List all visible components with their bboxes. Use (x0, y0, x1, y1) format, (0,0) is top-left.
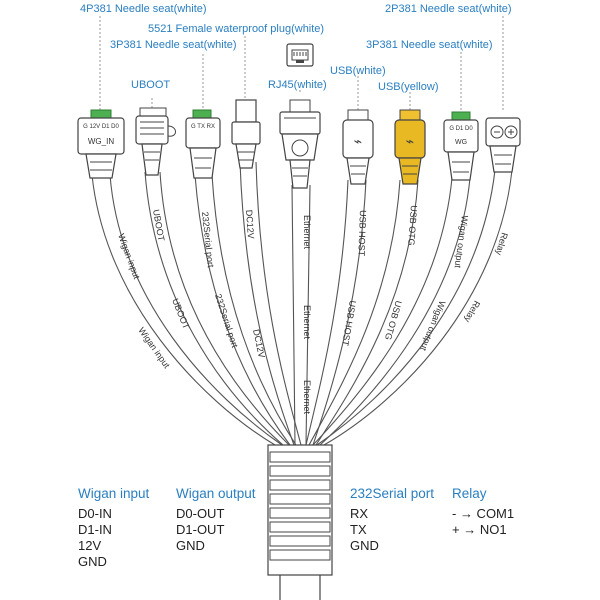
wg-in-seat-label: 4P381 Needle seat(white) (80, 3, 207, 15)
cables (91, 161, 513, 446)
uboot-connector (135, 107, 176, 176)
usb-yellow-label: USB(yellow) (378, 81, 439, 93)
svg-text:⌁: ⌁ (354, 134, 362, 150)
top-labels: 4P381 Needle seat(white) 3P381 Needle se… (80, 3, 512, 93)
cable-label-uboot-2: UBOOT (170, 297, 191, 331)
leader-lines (99, 16, 504, 110)
cable-label-usb-host-2: USB HOST (340, 300, 358, 348)
svg-text:WG_IN: WG_IN (88, 137, 114, 146)
svg-text:G TX RX: G TX RX (191, 124, 215, 130)
cable-label-wigan-output: Wigan output (453, 215, 470, 269)
legend-line: D0-OUT (176, 506, 225, 521)
legend-line: + → NO1 (452, 522, 507, 537)
cable-label-usb-otg-2: USB OTG (383, 299, 404, 341)
cable-label-ethernet-2: Ethernet (302, 305, 312, 340)
legend-line: RX (350, 506, 369, 521)
relay-seat-label: 2P381 Needle seat(white) (385, 3, 512, 15)
cable-label-wigan-output-2: Wigan output (418, 299, 447, 352)
cable-label-usb-otg: USB OTG (406, 205, 419, 246)
legend-line: - → COM1 (452, 506, 515, 521)
dc12v-connector (231, 99, 261, 169)
usb-white-connector: ⌁ (342, 109, 374, 185)
cable-label-dc12v: DC12V (244, 209, 256, 239)
legend-line: D0-IN (78, 506, 112, 521)
legend-line: GND (350, 538, 379, 553)
cable-label-serial: 232Serial port (200, 211, 216, 268)
rj45-connector (279, 99, 321, 189)
cable-bundle-sleeve (267, 444, 333, 600)
legend-wigan-input-title: Wigan input (78, 486, 150, 501)
relay-connector (485, 117, 521, 173)
legend-relay: Relay - → COM1 + → NO1 (452, 486, 514, 538)
cable-label-dc12v-2: DC12V (251, 328, 267, 358)
svg-text:G 12V D1 D0: G 12V D1 D0 (83, 124, 119, 130)
legend-wigan-output: Wigan output D0-OUT D1-OUT GND (176, 486, 256, 554)
legend-line: GND (78, 554, 107, 569)
cable-label-relay-2: Relay (462, 299, 482, 324)
legend-line: D1-OUT (176, 522, 225, 537)
usb-yellow-connector: ⌁ (394, 109, 426, 185)
legend-serial-title: 232Serial port (350, 486, 435, 501)
legend-line: TX (350, 522, 367, 537)
wg-in-connector: G 12V D1 D0 WG_IN (77, 109, 125, 179)
legend-line: D1-IN (78, 522, 112, 537)
serial-connector: G TX RX (185, 109, 221, 179)
svg-text:WG: WG (455, 139, 467, 146)
legend-relay-title: Relay (452, 486, 487, 501)
cable-label-relay: Relay (494, 231, 510, 256)
cable-label-ethernet: Ethernet (302, 215, 312, 250)
uboot-serial-seat-label: 3P381 Needle seat(white) (110, 39, 237, 51)
legend-line: GND (176, 538, 205, 553)
cable-labels: Wigan input Wigan input UBOOT UBOOT 232S… (116, 205, 510, 415)
rj45-label: RJ45(white) (268, 79, 327, 91)
svg-text:⌁: ⌁ (406, 134, 414, 150)
legend-line: 12V (78, 538, 102, 553)
cable-label-ethernet-3: Ethernet (302, 380, 312, 415)
wg-out-connector: G D1 D0 WG (443, 111, 479, 181)
cable-label-usb-host: USB HOST (356, 210, 368, 257)
svg-text:G D1 D0: G D1 D0 (449, 126, 473, 132)
legend-wigan-output-title: Wigan output (176, 486, 256, 501)
legend-wigan-input: Wigan input D0-IN D1-IN 12V GND (78, 486, 149, 570)
cable-label-serial-2: 232Serial port (213, 293, 240, 350)
uboot-connector-label: UBOOT (131, 79, 170, 91)
rj45-port-icon (286, 43, 314, 67)
wg-out-seat-label: 3P381 Needle seat(white) (366, 39, 493, 51)
legend-serial: 232Serial port RX TX GND (350, 486, 434, 554)
dc-plug-label: 5521 Female waterproof plug(white) (148, 23, 324, 35)
usb-white-label: USB(white) (330, 65, 386, 77)
